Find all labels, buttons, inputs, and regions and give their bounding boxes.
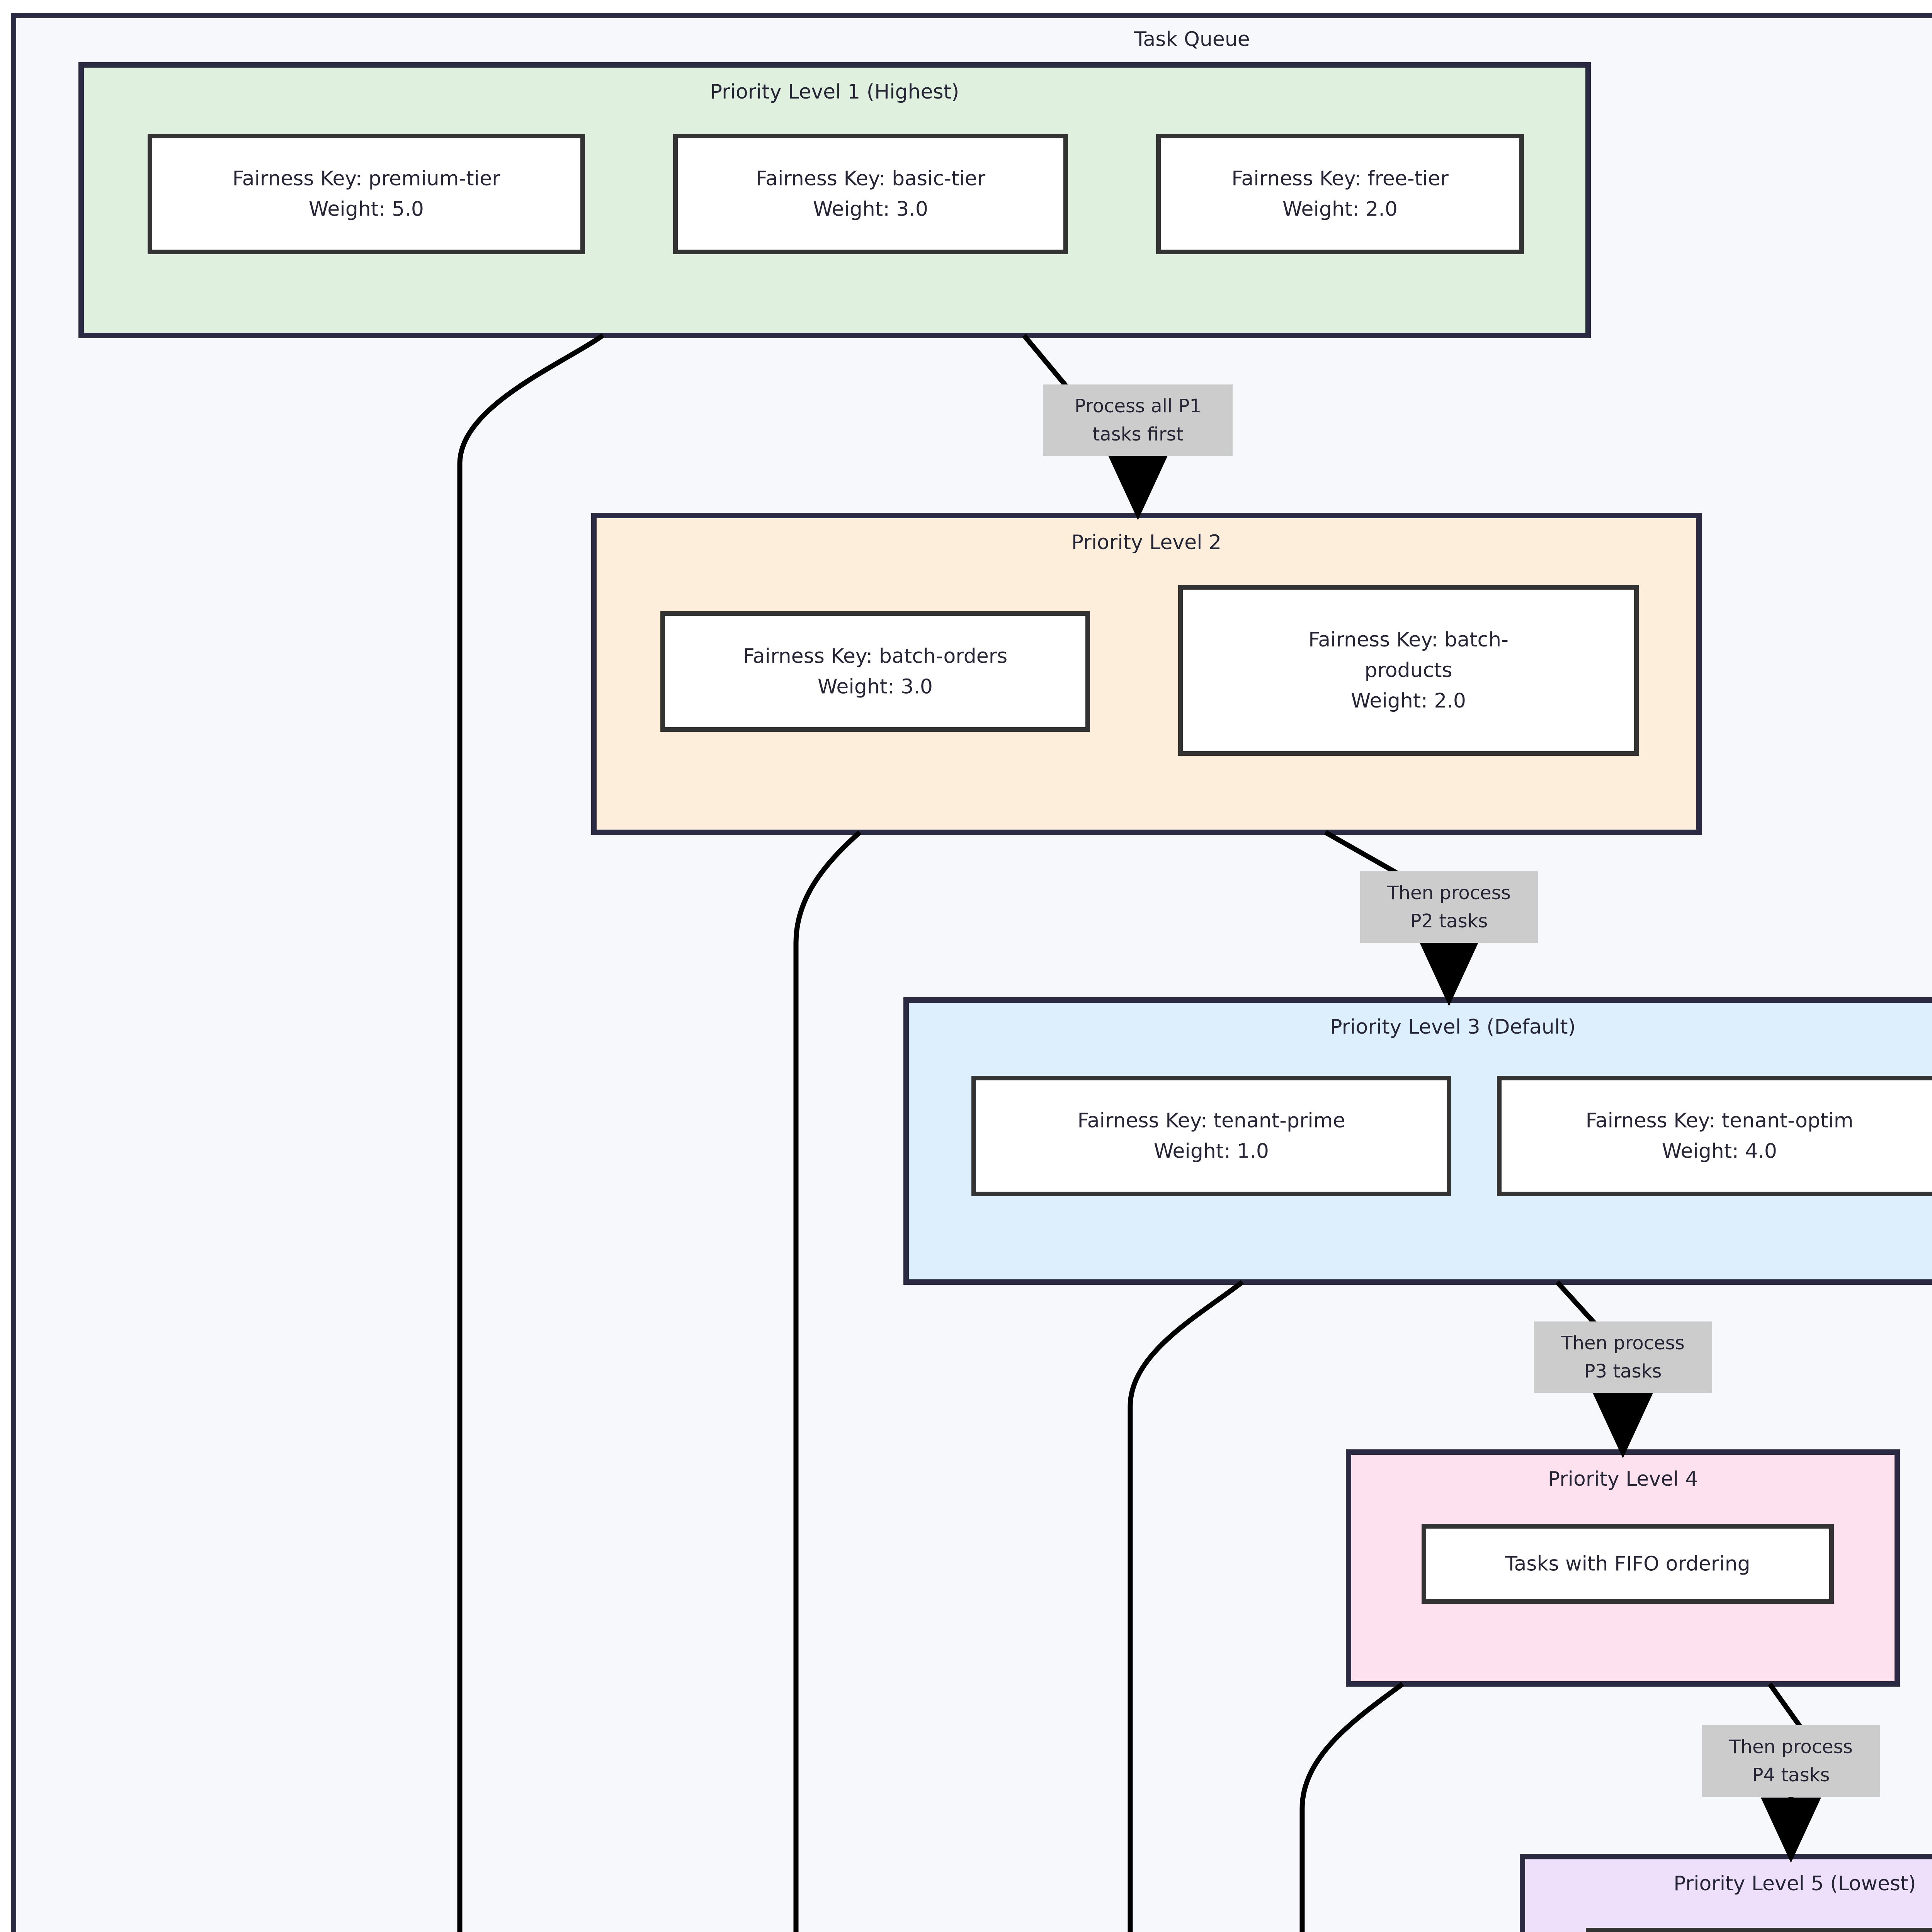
edge-p4-to-p5-upper [1767, 1682, 1803, 1729]
node-p2a[interactable] [660, 611, 1090, 732]
edge-label-text-e2: Then process [1387, 882, 1510, 904]
node-label-p1b: Fairness Key: basic-tier [756, 167, 986, 190]
edge-label-text-e3: P3 tasks [1584, 1361, 1662, 1382]
node-label-p2a: Fairness Key: batch-orders [743, 645, 1007, 668]
edge-label-text-e1: tasks first [1092, 423, 1183, 445]
cluster-title-p3: Priority Level 3 (Default) [1330, 1015, 1576, 1039]
node-label-p3b: Fairness Key: tenant-optim [1586, 1109, 1854, 1132]
edge-label-text-e4: Then process [1729, 1736, 1852, 1758]
node-p1c[interactable] [1156, 134, 1524, 254]
node-label-p2a: Weight: 3.0 [818, 675, 933, 699]
node-p1b[interactable] [673, 134, 1068, 254]
edge-p2-to-workers [793, 830, 862, 1932]
edge-label-box-e4 [1702, 1725, 1880, 1797]
node-label-p1c: Fairness Key: free-tier [1231, 167, 1449, 190]
node-p4a[interactable] [1422, 1524, 1834, 1604]
edge-label-box-e3 [1534, 1321, 1712, 1393]
cluster-p5[interactable] [1520, 1854, 1932, 1932]
node-p3b[interactable] [1497, 1076, 1932, 1196]
edge-p1-to-p2-upper [1022, 333, 1068, 388]
edge-label-box-e2 [1360, 871, 1538, 943]
node-label-p4a: Tasks with FIFO ordering [1505, 1553, 1750, 1576]
node-label-p1c: Weight: 2.0 [1282, 198, 1398, 221]
edge-label-text-e3: Then process [1561, 1332, 1684, 1354]
edge-p3-to-workers [1128, 1280, 1244, 1932]
edge-label-box-e1 [1043, 384, 1233, 456]
node-p3a[interactable] [971, 1076, 1451, 1196]
node-label-p3a: Fairness Key: tenant-prime [1078, 1109, 1345, 1132]
cluster-title-p1: Priority Level 1 (Highest) [710, 80, 959, 104]
edge-p4-to-workers [1299, 1682, 1404, 1932]
edge-label-text-e1: Process all P1 [1075, 395, 1201, 417]
node-p2b[interactable] [1178, 585, 1639, 756]
cluster-title-p4: Priority Level 4 [1548, 1468, 1698, 1491]
node-label-p1b: Weight: 3.0 [813, 198, 928, 221]
node-label-p1a: Weight: 5.0 [309, 198, 424, 221]
edge-label-text-e2: P2 tasks [1410, 910, 1488, 932]
node-label-p1a: Fairness Key: premium-tier [232, 167, 500, 190]
node-label-p2b: Fairness Key: batch- [1308, 628, 1509, 651]
node-label-p3b: Weight: 4.0 [1662, 1140, 1777, 1163]
node-label-p3a: Weight: 1.0 [1154, 1140, 1269, 1163]
edge-label-text-e4: P4 tasks [1752, 1764, 1830, 1786]
node-label-p2b: Weight: 2.0 [1351, 689, 1466, 713]
edge-p1-to-workers [457, 333, 604, 1932]
edge-p3-to-p4-upper [1555, 1280, 1598, 1327]
node-label-p2b: products [1364, 659, 1452, 682]
cluster-title-task-queue: Task Queue [1134, 28, 1250, 51]
node-p5a[interactable] [1586, 1928, 1932, 1932]
cluster-title-p2: Priority Level 2 [1071, 531, 1221, 554]
node-p1a[interactable] [148, 134, 585, 254]
edge-p2-to-p3-upper [1324, 830, 1400, 876]
cluster-title-p5: Priority Level 5 (Lowest) [1673, 1872, 1916, 1895]
